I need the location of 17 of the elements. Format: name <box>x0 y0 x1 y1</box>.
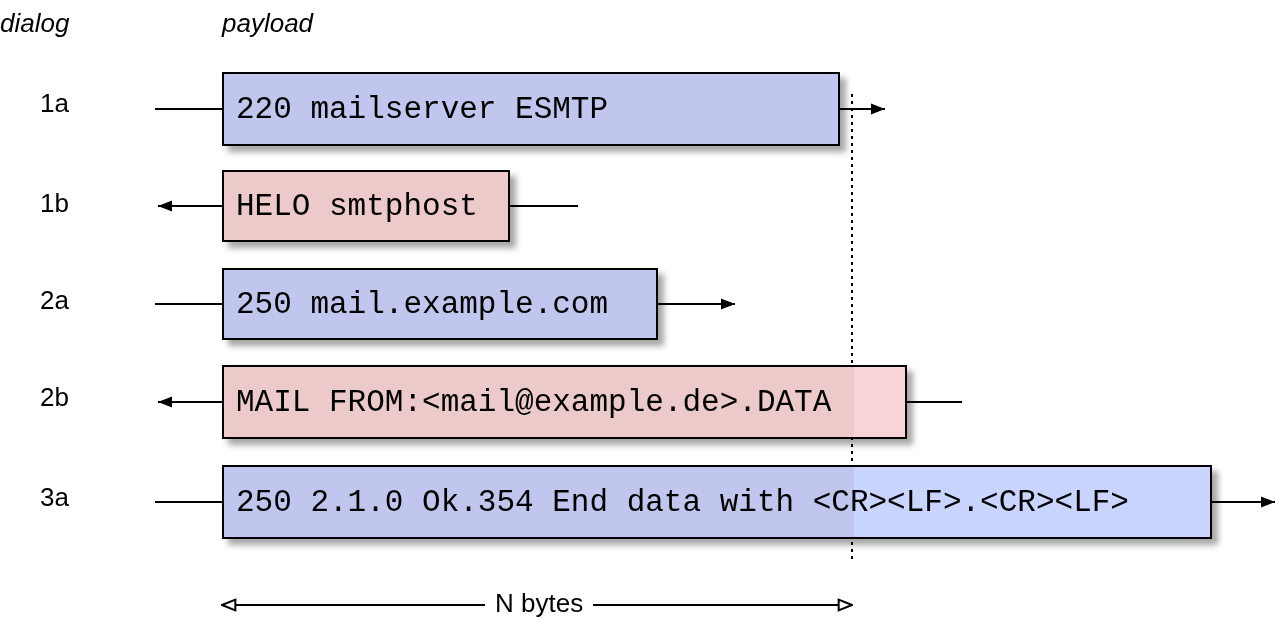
step-number: 3a <box>40 482 69 513</box>
arrow <box>157 396 223 408</box>
message-box: 220 mailserver ESMTP <box>222 72 840 146</box>
step-number: 2a <box>40 285 69 316</box>
arrow <box>657 298 736 310</box>
message-box: HELO smtphost <box>222 170 510 242</box>
arrow <box>839 103 886 115</box>
column-heading: dialog <box>0 8 70 39</box>
step-number: 2b <box>40 382 69 413</box>
message-box: 250 2.1.0 Ok.354 End data with <CR><LF>.<CR><LF> <box>222 465 1212 539</box>
arrow <box>157 200 223 212</box>
column-heading: payload <box>222 8 314 39</box>
message-box: 250 mail.example.com <box>222 268 658 340</box>
step-number: 1b <box>40 188 69 219</box>
arrow <box>1211 496 1276 508</box>
step-number: 1a <box>40 88 69 119</box>
message-box: MAIL FROM:<mail@example.de>.DATA <box>222 365 907 439</box>
